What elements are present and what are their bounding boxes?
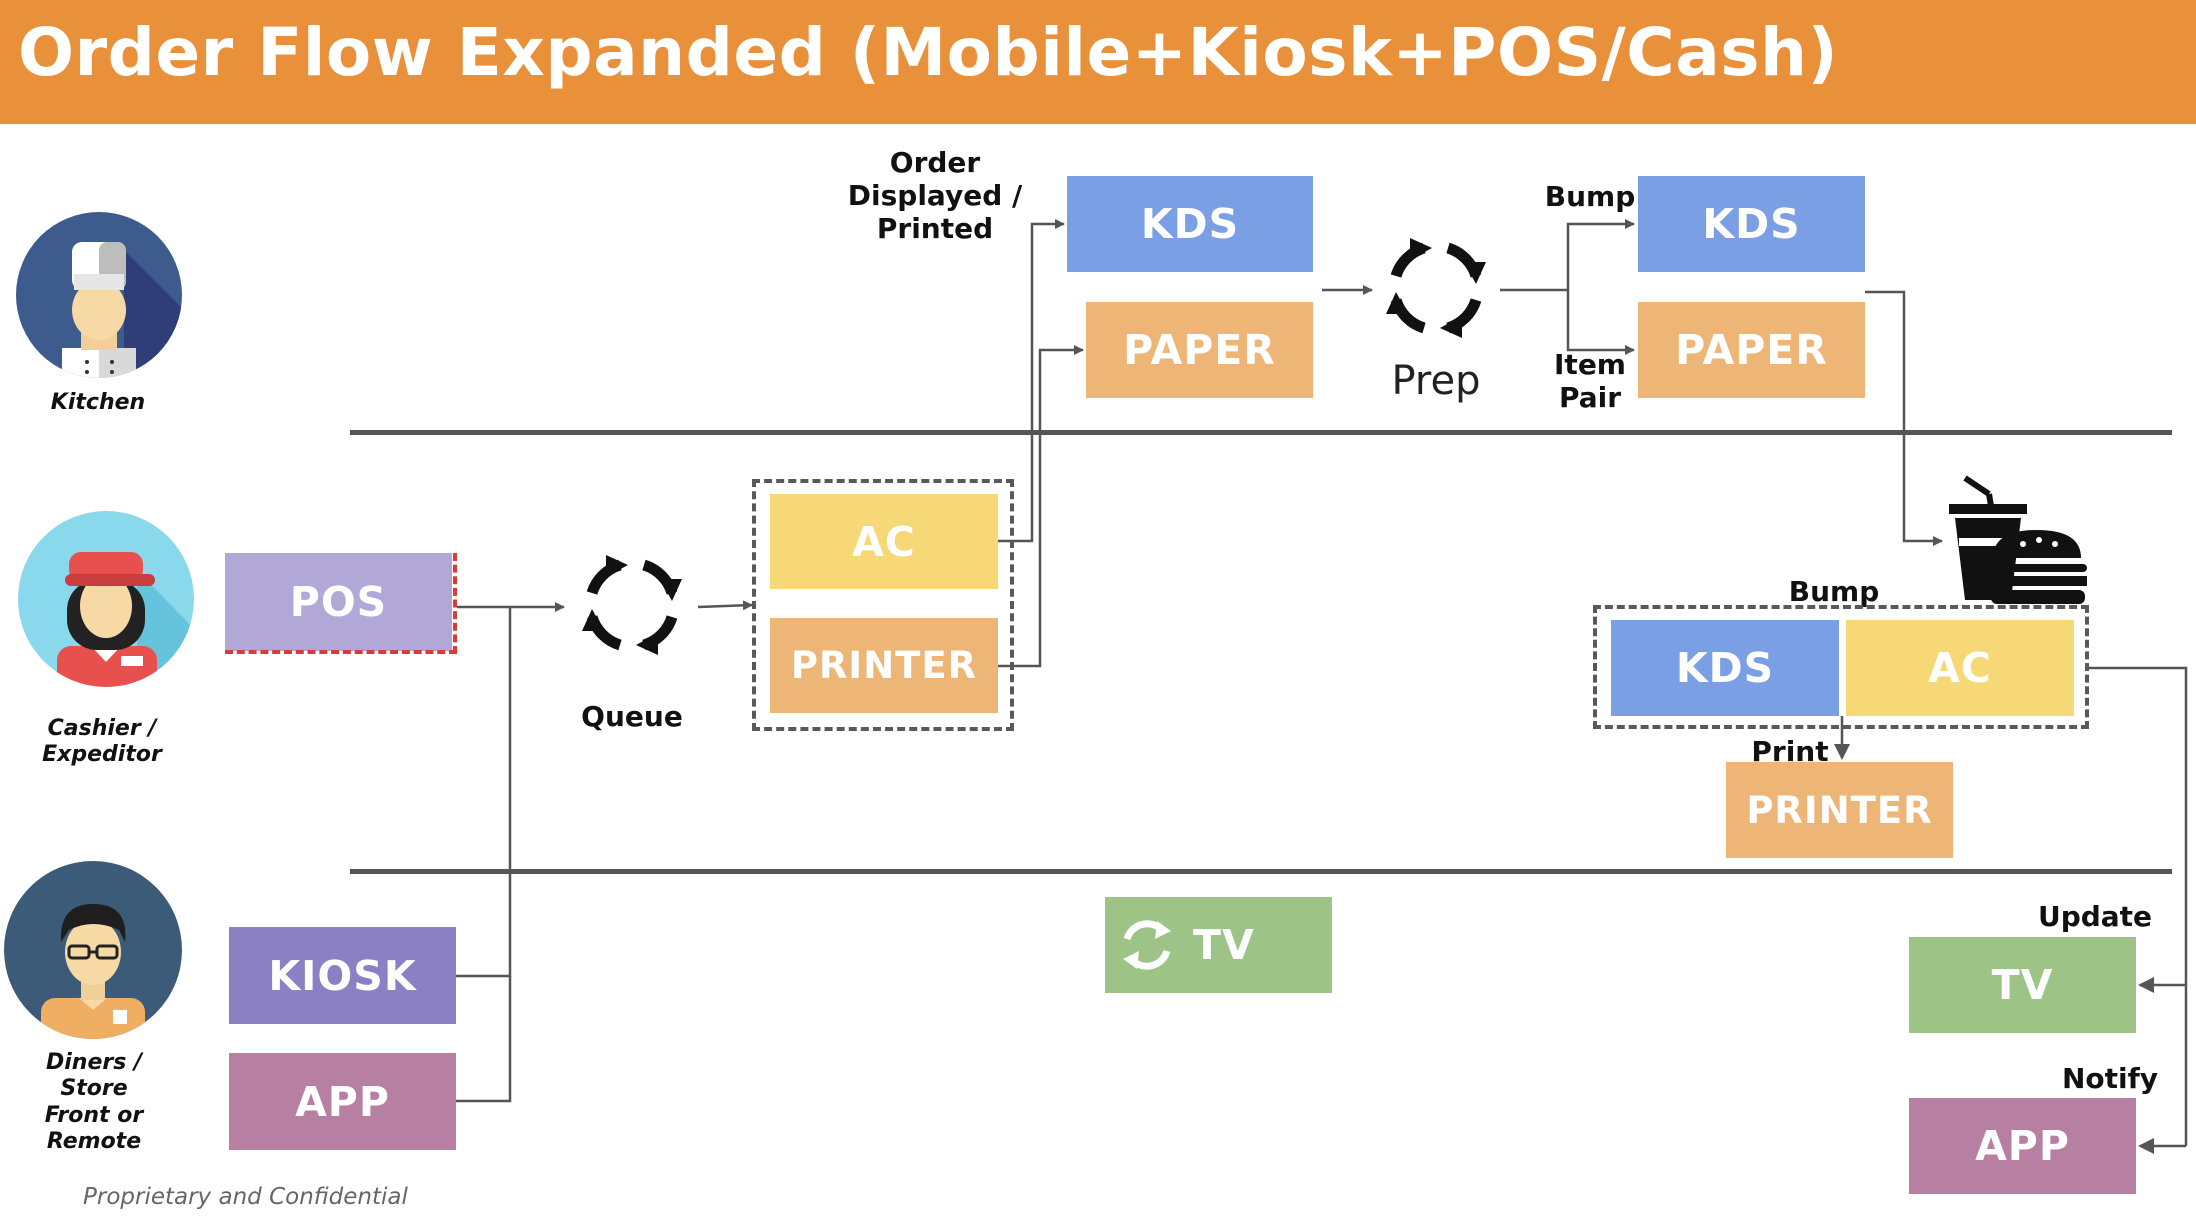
itempair-to-paper-line (1566, 290, 1635, 355)
order-label-line1: Order (889, 146, 981, 179)
cashier-label-line1: Cashier / (47, 716, 157, 741)
item-pair-label: Item Pair (1540, 348, 1640, 414)
page-title: Order Flow Expanded (Mobile+Kiosk+POS/Ca… (18, 14, 1839, 91)
pos-box: POS (225, 553, 452, 651)
cashier-label-line2: Expeditor (42, 742, 162, 768)
kds-bumped-box: KDS (1638, 176, 1865, 272)
tv-center-label: TV (1193, 921, 1255, 969)
queue-label: Queue (581, 700, 683, 733)
diners-label-line4: Remote (46, 1129, 142, 1155)
footer-confidential: Proprietary and Confidential (83, 1184, 408, 1210)
ac-to-kds-line (998, 219, 1065, 543)
printer-to-paper-line (998, 345, 1084, 668)
cashier-label: Cashier / Expeditor (32, 716, 172, 769)
paper-bumped-box: PAPER (1638, 302, 1865, 398)
lane-divider-front (350, 869, 2172, 874)
lane-divider-kitchen (350, 430, 2172, 435)
station-group-border (752, 479, 1014, 731)
refresh-icon (1123, 920, 1171, 970)
kds-kitchen-box: KDS (1067, 176, 1313, 272)
drink-burger-icon (1949, 475, 2087, 604)
tv-output-box: TV (1909, 937, 2136, 1033)
header-bar: Order Flow Expanded (Mobile+Kiosk+POS/Ca… (0, 0, 2196, 124)
printer-expedite-box: PRINTER (1726, 762, 1953, 858)
bump-expedite-label: Bump (1788, 575, 1880, 608)
item-pair-line2: Pair (1558, 381, 1622, 415)
ac-station-box: AC (770, 494, 998, 589)
diners-label-line3: Front or (44, 1102, 144, 1128)
kiosk-link-line (456, 607, 512, 978)
order-label-line3: Printed (876, 212, 994, 246)
diners-label-line2: Store (60, 1076, 128, 1102)
order-label-line2: Displayed / (847, 179, 1023, 213)
kds-expedite-box: KDS (1611, 620, 1839, 716)
expedite-to-outputs-line (2089, 666, 2188, 1146)
bump-kitchen-label: Bump (1544, 180, 1636, 213)
app-input-box: APP (229, 1053, 456, 1150)
diner-avatar-icon (4, 861, 182, 1039)
pos-selection-edge (225, 553, 457, 654)
tv-center-box: TV (1105, 897, 1332, 993)
paper-kitchen-box: PAPER (1086, 302, 1313, 398)
update-label: Update (2037, 900, 2153, 933)
kitchen-label: Kitchen (50, 390, 146, 415)
prep-label: Prep (1391, 358, 1481, 404)
bump-to-kds-line (1566, 219, 1635, 290)
diners-label: Diners / Store Front or Remote (24, 1050, 164, 1156)
prep-cycle-arrows-icon (1386, 238, 1486, 338)
app-output-box: APP (1909, 1098, 2136, 1194)
order-displayed-label: Order Displayed / Printed (845, 146, 1025, 245)
kiosk-box: KIOSK (229, 927, 456, 1024)
diners-label-line1: Diners / (45, 1050, 143, 1075)
app-link-line (456, 976, 512, 1103)
item-pair-line1: Item (1554, 348, 1626, 381)
printer-station-box: PRINTER (770, 618, 998, 713)
paper-to-food-line (1865, 290, 1943, 546)
queue-to-stations-line (697, 600, 753, 611)
ac-expedite-box: AC (1846, 620, 2074, 716)
cashier-avatar-icon (18, 511, 194, 687)
queue-cycle-arrows-icon (582, 555, 682, 655)
notify-label: Notify (2061, 1062, 2159, 1095)
chef-avatar-icon (16, 212, 182, 378)
